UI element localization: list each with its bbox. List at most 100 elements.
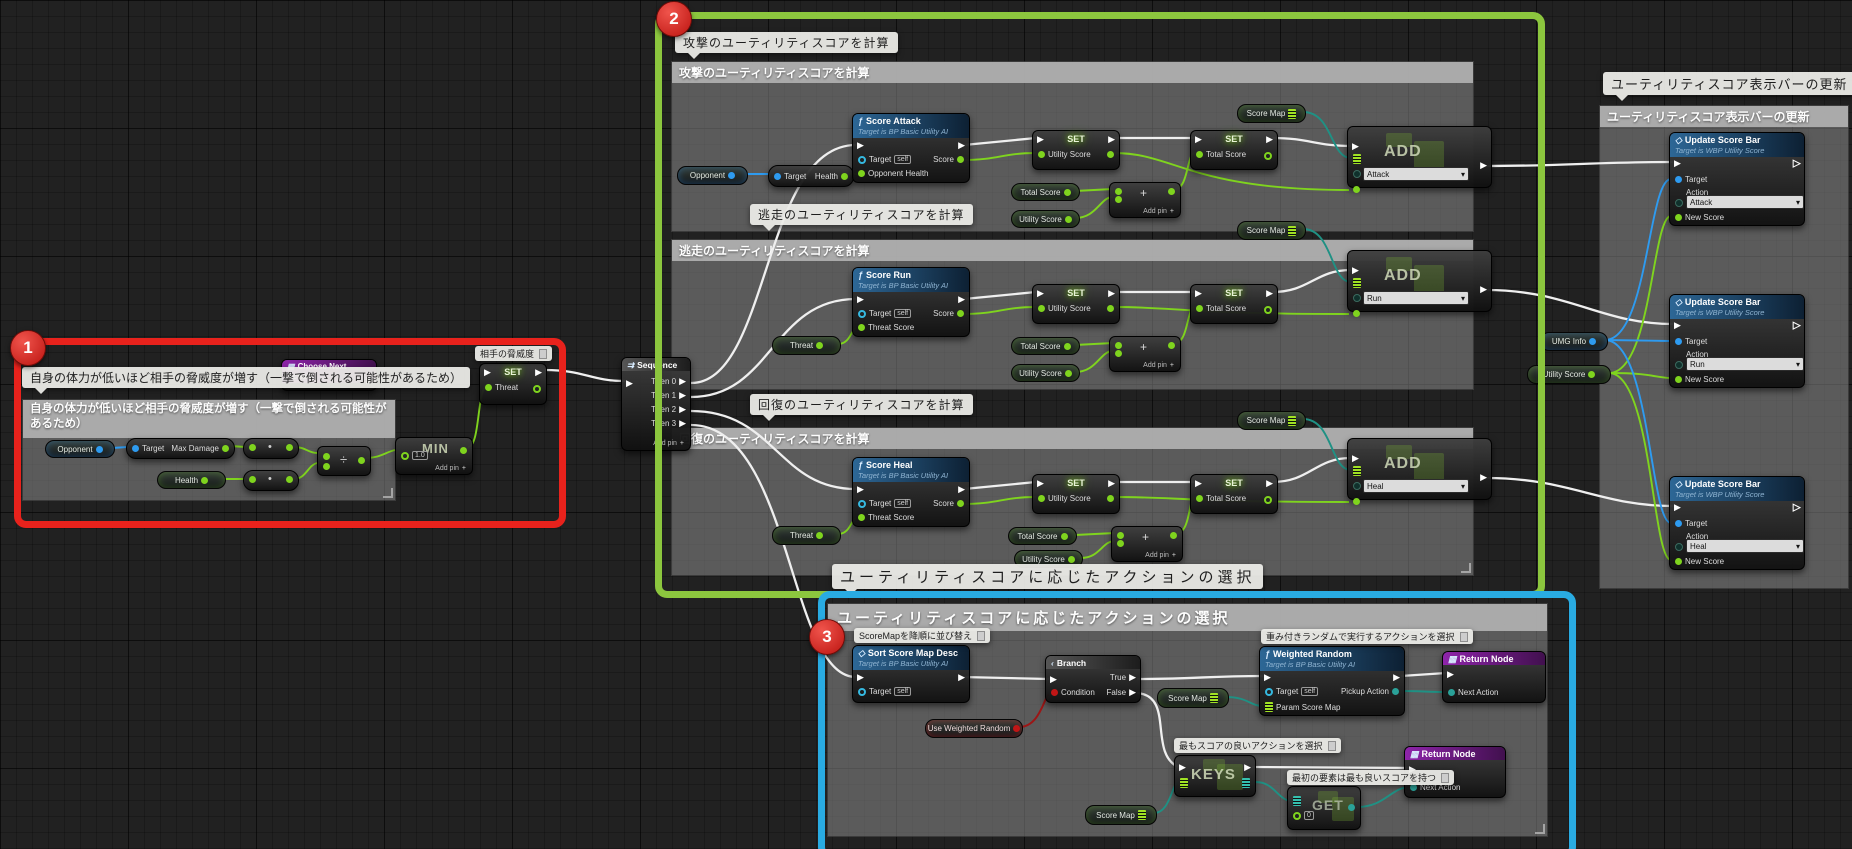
- enum-pin[interactable]: [1448, 689, 1455, 696]
- exec-in-pin[interactable]: ▶: [1352, 265, 1359, 275]
- set-utility-score-node[interactable]: SET ▶ ▶ Utility Score: [1032, 474, 1120, 514]
- bool-pin[interactable]: [1051, 689, 1058, 696]
- exec-out-pin[interactable]: ▶: [679, 418, 686, 428]
- exec-in-pin[interactable]: ▶: [857, 140, 864, 150]
- float-pin[interactable]: [249, 444, 256, 451]
- float-pin[interactable]: [858, 170, 865, 177]
- float-pin[interactable]: [1115, 342, 1122, 349]
- set-utility-score-node[interactable]: SET ▶ ▶ Utility Score: [1032, 284, 1120, 324]
- add-pin-label[interactable]: Add pin: [1143, 362, 1167, 369]
- add-float-node[interactable]: + Add pin+: [1109, 182, 1181, 218]
- map-add-node[interactable]: ADD ▶ ▶ Run▾: [1347, 250, 1492, 317]
- set-utility-score-node[interactable]: SET ▶ ▶ Utility Score: [1032, 130, 1120, 170]
- object-pin[interactable]: [1675, 338, 1682, 345]
- target-pin[interactable]: [1265, 687, 1273, 696]
- exec-out-pin[interactable]: ▶: [679, 376, 686, 386]
- exec-in-pin[interactable]: ▶: [1037, 134, 1044, 144]
- plus-icon[interactable]: +: [1169, 362, 1174, 369]
- map-pin[interactable]: [1288, 225, 1297, 236]
- dropdown-arrow-icon[interactable]: ▾: [1460, 169, 1465, 179]
- float-pin[interactable]: [1060, 532, 1068, 540]
- object-pin[interactable]: [95, 445, 103, 453]
- exec-in-pin[interactable]: ▶: [1264, 672, 1271, 682]
- object-pin[interactable]: [1589, 338, 1597, 345]
- map-add-node[interactable]: ADD ▶ ▶ Attack▾: [1347, 126, 1492, 193]
- exec-in-pin[interactable]: ▶: [857, 672, 864, 682]
- exec-out-pin[interactable]: ▶: [1108, 478, 1115, 488]
- min-node[interactable]: MIN 1.0 Add pin+: [395, 437, 473, 475]
- exec-out-pin[interactable]: ▶: [1480, 160, 1487, 170]
- array-out-pin[interactable]: [1242, 778, 1250, 788]
- exec-in-pin[interactable]: ▶: [626, 378, 633, 388]
- opponent-variable-pill[interactable]: Opponent: [677, 166, 748, 185]
- float-pin[interactable]: [1675, 214, 1682, 221]
- exec-out-pin[interactable]: ▶: [1393, 672, 1400, 682]
- use-weighted-random-pill[interactable]: Use Weighted Random: [925, 719, 1023, 738]
- score-map-pill[interactable]: Score Map: [1237, 221, 1306, 240]
- exec-out-pin[interactable]: ▶: [958, 672, 965, 682]
- float-out-pin[interactable]: [1107, 495, 1114, 502]
- umg-info-pill[interactable]: UMG Info: [1540, 332, 1608, 351]
- update-score-bar-node[interactable]: ◇Update Score Bar Target is WBP Utility …: [1669, 294, 1805, 388]
- float-pin[interactable]: [1675, 558, 1682, 565]
- opponent-variable-pill[interactable]: Opponent: [45, 440, 115, 458]
- exec-in-pin[interactable]: ▶: [1195, 288, 1202, 298]
- dropdown-arrow-icon[interactable]: ▾: [1460, 481, 1465, 491]
- multiply-node[interactable]: •: [243, 470, 299, 491]
- exec-out-pin[interactable]: ▶: [1244, 762, 1251, 772]
- exec-in-pin[interactable]: ▶: [1409, 764, 1416, 774]
- float-pin[interactable]: [1196, 495, 1203, 502]
- plus-icon[interactable]: +: [1171, 552, 1176, 559]
- map-pin[interactable]: [1209, 693, 1218, 703]
- score-map-pill[interactable]: Score Map: [1237, 411, 1306, 430]
- add-pin-label[interactable]: Add pin: [1145, 552, 1169, 559]
- float-pin[interactable]: [1115, 350, 1122, 357]
- key-pin[interactable]: [1353, 294, 1361, 302]
- object-pin[interactable]: [1675, 520, 1682, 527]
- dropdown-arrow-icon[interactable]: ▾: [1795, 197, 1800, 207]
- exec-out-pin[interactable]: ▶: [1266, 478, 1273, 488]
- score-map-pill[interactable]: Score Map: [1157, 688, 1229, 708]
- comment-title[interactable]: 逃走のユーティリティスコアを計算: [672, 240, 1473, 261]
- score-map-pill[interactable]: Score Map: [1085, 805, 1157, 825]
- return-node[interactable]: ▦Return Node ▶ Next Action: [1442, 651, 1546, 703]
- float-pin[interactable]: [858, 514, 865, 521]
- add-pin-label[interactable]: Add pin: [653, 440, 677, 447]
- update-score-bar-node[interactable]: ◇Update Score Bar Target is WBP Utility …: [1669, 132, 1805, 226]
- exec-in-pin[interactable]: ▶: [1352, 453, 1359, 463]
- exec-out-pin[interactable]: ▶: [958, 140, 965, 150]
- utility-score-pill[interactable]: Utility Score: [1011, 364, 1080, 382]
- plus-icon[interactable]: +: [461, 465, 466, 472]
- float-pin[interactable]: [1063, 342, 1071, 350]
- divide-node[interactable]: ÷: [317, 446, 371, 476]
- threat-variable-pill[interactable]: Threat: [772, 526, 841, 545]
- float-pin[interactable]: [1353, 498, 1360, 505]
- map-pin[interactable]: [1288, 108, 1297, 119]
- enum-pin[interactable]: [1675, 543, 1683, 551]
- multiply-node[interactable]: •: [243, 438, 299, 459]
- object-pin[interactable]: [1675, 176, 1682, 183]
- exec-out-pin[interactable]: ▶: [535, 367, 542, 377]
- float-pin[interactable]: [1117, 540, 1124, 547]
- exec-in-pin[interactable]: ▶: [1674, 502, 1681, 512]
- bool-pin[interactable]: [1013, 725, 1021, 732]
- total-score-pill[interactable]: Total Score: [1008, 527, 1077, 545]
- score-map-pill[interactable]: Score Map: [1237, 104, 1306, 123]
- value-out-pin[interactable]: [1348, 804, 1355, 811]
- float-pin[interactable]: [1063, 188, 1071, 196]
- float-pin[interactable]: [1067, 555, 1075, 563]
- comment-title[interactable]: ユーティリティスコア表示バーの更新: [1600, 106, 1848, 127]
- update-score-bar-node[interactable]: ◇Update Score Bar Target is WBP Utility …: [1669, 476, 1805, 570]
- set-total-score-node[interactable]: SET ▶ ▶ Total Score: [1190, 130, 1278, 170]
- self-value[interactable]: self: [894, 309, 912, 318]
- exec-in-pin[interactable]: ▶: [1037, 478, 1044, 488]
- map-pin[interactable]: [1353, 278, 1361, 288]
- add-float-node[interactable]: + Add pin+: [1109, 336, 1181, 372]
- exec-out-pin[interactable]: ▶: [1793, 158, 1801, 168]
- total-score-pill[interactable]: Total Score: [1011, 183, 1080, 201]
- key-pin[interactable]: [1353, 170, 1361, 178]
- map-pin[interactable]: [1353, 466, 1361, 476]
- dropdown-arrow-icon[interactable]: ▾: [1795, 359, 1800, 369]
